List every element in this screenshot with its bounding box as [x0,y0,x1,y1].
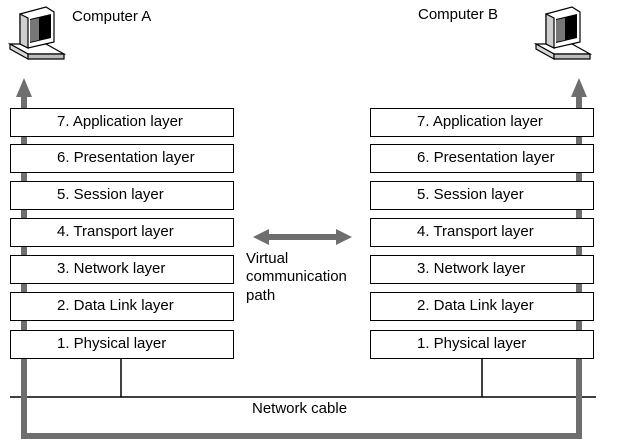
virtual-path-arrowhead-right [336,229,352,245]
layer-label: 7. Application layer [57,113,183,130]
network-cable-label: Network cable [252,400,348,417]
layer-label: 6. Presentation layer [57,149,195,166]
computer-b-layer-physical: 1. Physical layer [370,330,594,359]
layer-label: 4. Transport layer [57,223,174,240]
computer-b-layer-transport: 4. Transport layer [370,218,594,247]
computer-a-layer-physical: 1. Physical layer [10,330,234,359]
layer-label: 3. Network layer [57,260,166,277]
computer-icon [7,6,67,61]
computer-a-layer-presentation: 6. Presentation layer [10,144,234,173]
computer-a-layer-transport: 4. Transport layer [10,218,234,247]
virtual-path-label-line2: communication [246,268,347,285]
computer-icon [533,6,593,61]
computer-b-label: Computer B [418,6,499,23]
layer-label: 5. Session layer [57,186,164,203]
computer-b-layer-network: 3. Network layer [370,255,594,284]
computer-b-layer-presentation: 6. Presentation layer [370,144,594,173]
layer-label: 4. Transport layer [417,223,534,240]
layer-label: 1. Physical layer [57,335,167,352]
computer-b-layer-application: 7. Application layer [370,108,594,137]
computer-a-layer-session: 5. Session layer [10,181,234,210]
layer-label: 2. Data Link layer [417,297,534,314]
layer-label: 6. Presentation layer [417,149,555,166]
computer-b-layer-data-link: 2. Data Link layer [370,292,594,321]
layer-label: 1. Physical layer [417,335,527,352]
layer-label: 5. Session layer [417,186,524,203]
layer-label: 3. Network layer [417,260,526,277]
data-flow-arrowhead-a [16,78,32,97]
virtual-path-label-line3: path [246,287,276,304]
virtual-path-arrowhead-left [253,229,269,245]
data-flow-arrowhead-b [571,78,587,97]
computer-b-layer-session: 5. Session layer [370,181,594,210]
virtual-path-label-line1: Virtual [246,250,289,267]
computer-a-label: Computer A [72,8,152,25]
layer-label: 2. Data Link layer [57,297,174,314]
layer-label: 7. Application layer [417,113,543,130]
computer-a-layer-network: 3. Network layer [10,255,234,284]
computer-a-layer-data-link: 2. Data Link layer [10,292,234,321]
computer-a-layer-application: 7. Application layer [10,108,234,137]
